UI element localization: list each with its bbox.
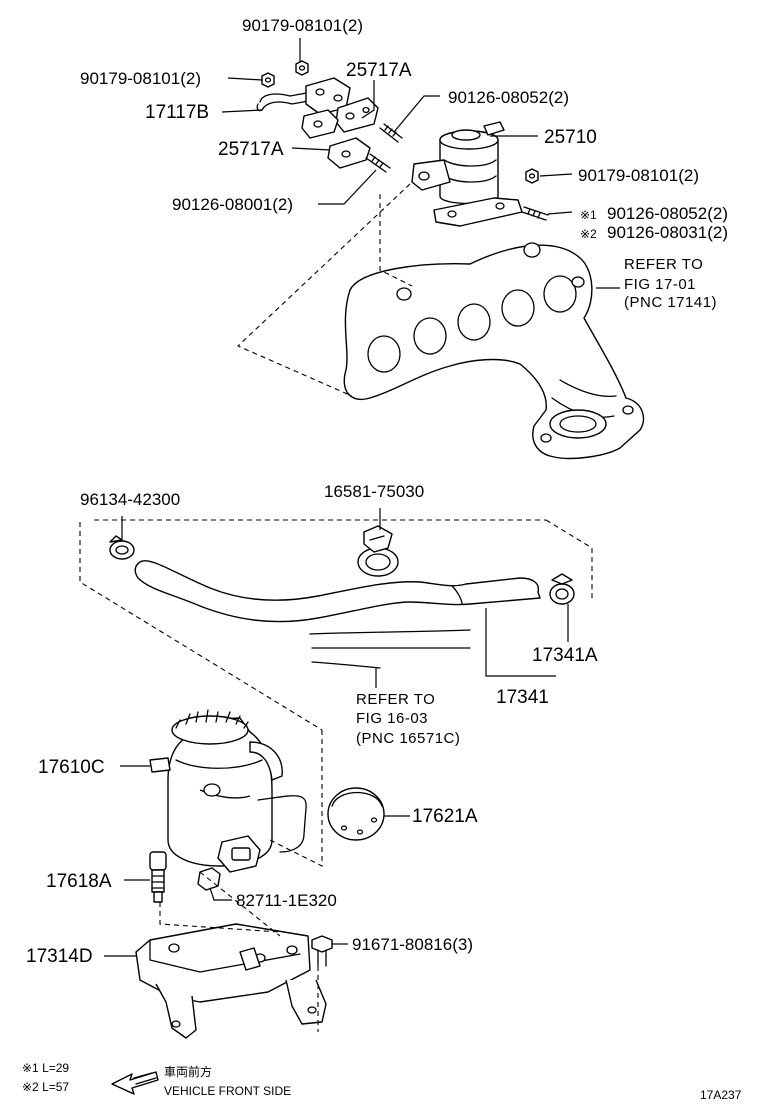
front-arrow-icon	[111, 1071, 159, 1095]
hose-clamp-part	[357, 525, 399, 577]
assembly-line-lower-4	[199, 871, 281, 937]
air-switching-valve-part	[411, 121, 523, 227]
part-number-label: 17117B	[145, 102, 209, 123]
part-number-label: 17314D	[26, 946, 93, 967]
gasket-part-upper	[335, 97, 379, 133]
part-number-label: 90179-08101(2)	[242, 16, 363, 35]
reference-label: REFER TO	[356, 691, 435, 708]
leader-lines	[104, 38, 620, 957]
sensor-part	[149, 851, 167, 903]
ref-hose-line-1	[309, 629, 471, 635]
vehicle-front-label: VEHICLE FRONT SIDE	[164, 1084, 291, 1098]
part-number-label: 17341	[496, 687, 549, 708]
note-mark-1: ※1	[580, 208, 597, 222]
part-number-label: 17618A	[46, 871, 112, 892]
part-number-label: 90179-08101(2)	[578, 166, 699, 185]
air-hose-part	[134, 560, 541, 623]
part-number-label: 17621A	[412, 806, 478, 827]
part-number-label: 16581-75030	[324, 482, 424, 501]
part-number-label: 82711-1E320	[236, 891, 337, 910]
stud-part-right	[521, 206, 549, 221]
stud-part-upper	[379, 123, 403, 143]
reference-label: FIG 16-03	[356, 710, 428, 727]
part-number-label: 25717A	[218, 139, 284, 160]
part-number-label: 17610C	[38, 757, 105, 778]
reference-label: (PNC 17141)	[624, 294, 717, 311]
assembly-line-middle-1	[79, 522, 323, 731]
assembly-line-lower-2	[159, 902, 281, 933]
clamp-part-left	[109, 535, 135, 560]
part-number-label: 91671-80816(3)	[352, 935, 473, 954]
nut-part-left	[261, 72, 275, 88]
assembly-line-lower-1	[269, 730, 323, 867]
clamp-part-right	[549, 573, 575, 605]
pump-cover-part	[327, 787, 385, 841]
part-number-label: 25710	[544, 127, 597, 148]
bolt-part	[311, 935, 333, 967]
exhaust-manifold-part	[343, 242, 645, 460]
part-number-label: 90126-08031(2)	[607, 223, 728, 242]
nut-part-right	[525, 168, 539, 184]
vehicle-front-label-jp: 車両前方	[164, 1064, 212, 1079]
nut-part-top	[295, 60, 309, 76]
gasket-part-left	[301, 109, 339, 139]
part-number-label: 90126-08001(2)	[172, 195, 293, 214]
assembly-line-upper-2	[237, 183, 411, 397]
part-number-label: 17341A	[532, 645, 598, 666]
part-number-label: 25717A	[346, 60, 412, 81]
length-note-2: ※2 L=57	[22, 1080, 69, 1094]
stud-part-lower	[365, 153, 391, 173]
air-pump-part	[149, 709, 307, 873]
assembly-line-upper-1	[379, 194, 413, 287]
part-number-label: 90179-08101(2)	[80, 69, 201, 88]
note-mark-2: ※2	[580, 227, 597, 241]
gasket-part-lower	[327, 137, 371, 169]
reference-label: FIG 17-01	[624, 276, 696, 293]
ref-hose-line-3	[311, 661, 381, 669]
pump-bracket-part	[135, 923, 327, 1039]
reference-label: REFER TO	[624, 256, 703, 273]
part-number-label: 90126-08052(2)	[448, 88, 569, 107]
length-note-1: ※1 L=29	[22, 1061, 69, 1075]
part-number-label: 96134-42300	[80, 490, 180, 509]
figure-code: 17A237	[700, 1088, 742, 1102]
reference-label: (PNC 16571C)	[356, 730, 460, 747]
part-number-label: 90126-08052(2)	[607, 204, 728, 223]
